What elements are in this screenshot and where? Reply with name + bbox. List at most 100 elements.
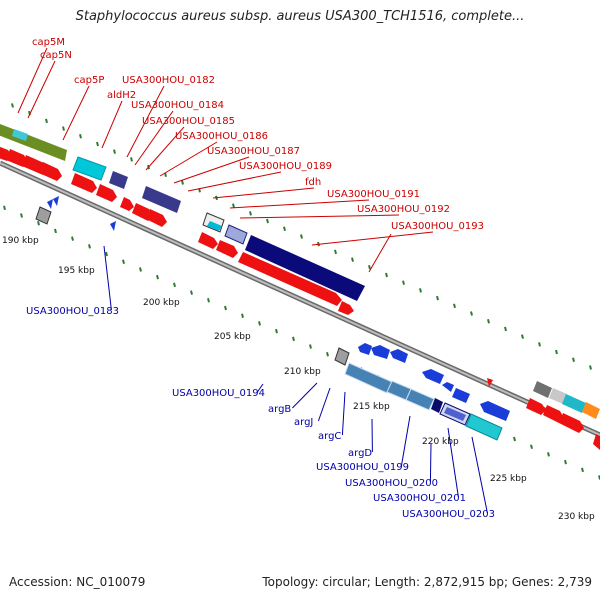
forward-leader-line xyxy=(159,141,218,177)
tick-mark xyxy=(113,149,116,154)
forward-gene-label[interactable]: USA300HOU_0185 xyxy=(142,116,235,127)
reverse-gene-label[interactable]: argC xyxy=(318,431,341,442)
tick-mark xyxy=(419,288,422,293)
tick-mark xyxy=(266,218,269,224)
tick-mark xyxy=(105,251,108,257)
map-title: Staphylococcus aureus subsp. aureus USA3… xyxy=(75,9,525,24)
kbp-label: 230 kbp xyxy=(558,512,595,522)
reverse-feature-track xyxy=(35,196,510,441)
tick-mark xyxy=(402,280,405,285)
reverse-gene-label[interactable]: argB xyxy=(268,404,291,415)
forward-leader-line xyxy=(27,60,56,119)
forward-leader-line xyxy=(134,110,174,166)
tick-mark xyxy=(334,249,337,255)
tick-mark xyxy=(470,311,473,316)
reverse-leader-line xyxy=(256,383,264,393)
forward-gene-label[interactable]: USA300HOU_0192 xyxy=(357,204,450,215)
tick-mark xyxy=(207,298,210,303)
forward-gene-label[interactable]: USA300HOU_0191 xyxy=(327,189,420,200)
forward-gene-label[interactable]: USA300HOU_0186 xyxy=(175,131,268,142)
tick-mark xyxy=(62,126,65,131)
reverse-gene-label[interactable]: USA300HOU_0203 xyxy=(402,509,495,520)
reverse-leader-line xyxy=(471,436,488,514)
tick-mark xyxy=(504,326,507,332)
reverse-gene-label[interactable]: argD xyxy=(348,448,372,459)
tick-mark xyxy=(181,180,184,185)
kbp-label: 215 kbp xyxy=(353,402,390,412)
forward-leader-line xyxy=(368,233,392,273)
tick-mark xyxy=(513,436,516,442)
accession-text: Accession: NC_010079 xyxy=(9,575,146,589)
tick-mark xyxy=(11,103,14,108)
reverse-gene-label[interactable]: USA300HOU_0200 xyxy=(345,478,438,489)
forward-leader-line xyxy=(311,231,434,246)
tick-mark xyxy=(88,244,91,249)
forward-leader-line xyxy=(173,156,250,184)
tick-mark xyxy=(20,213,23,218)
forward-gene-label[interactable]: fdh xyxy=(305,177,321,188)
tick-mark xyxy=(589,365,592,370)
tick-mark xyxy=(96,141,99,147)
tick-mark xyxy=(241,313,244,318)
tick-mark xyxy=(555,349,558,355)
kbp-label: 190 kbp xyxy=(2,236,39,246)
reverse-gene-label[interactable]: USA300HOU_0199 xyxy=(316,462,409,473)
tick-mark xyxy=(37,220,40,226)
tick-mark xyxy=(249,211,252,216)
tick-mark xyxy=(300,234,303,239)
genome-backbone xyxy=(0,160,600,438)
reverse-gene-label[interactable]: argJ xyxy=(294,417,313,428)
reverse-gene-label[interactable]: USA300HOU_0201 xyxy=(373,493,466,504)
tick-mark xyxy=(547,452,550,457)
tick-mark xyxy=(71,236,74,241)
forward-leader-line xyxy=(145,126,185,171)
reverse-leader-line xyxy=(341,391,346,436)
forward-gene-label[interactable]: cap5M xyxy=(32,37,65,48)
tick-mark xyxy=(538,342,541,347)
tick-mark xyxy=(326,351,329,357)
forward-leader-line xyxy=(229,199,370,209)
forward-gene-label[interactable]: USA300HOU_0187 xyxy=(207,146,300,157)
tick-mark xyxy=(368,265,371,270)
tick-mark xyxy=(122,259,125,265)
tick-mark xyxy=(130,157,133,162)
forward-gene-label[interactable]: USA300HOU_0193 xyxy=(391,221,484,232)
forward-leader-line xyxy=(187,171,282,192)
tick-mark xyxy=(224,305,227,311)
kbp-label: 205 kbp xyxy=(214,332,251,342)
tick-mark xyxy=(139,267,142,272)
kbp-label: 210 kbp xyxy=(284,367,321,377)
forward-gene-label[interactable]: cap5N xyxy=(40,50,72,61)
tick-mark xyxy=(275,328,278,334)
reverse-gene-label[interactable]: USA300HOU_0194 xyxy=(172,388,265,399)
forward-leader-line xyxy=(62,85,90,141)
forward-feature-track xyxy=(0,123,600,419)
reverse-leader-line xyxy=(429,443,432,483)
reverse-gene-label[interactable]: USA300HOU_0183 xyxy=(26,306,119,317)
tick-mark xyxy=(45,118,48,124)
forward-gene-label[interactable]: aldH2 xyxy=(107,90,136,101)
tick-mark xyxy=(385,272,388,278)
tick-mark xyxy=(436,295,439,301)
forward-red-arrows xyxy=(0,146,600,450)
reverse-leader-line xyxy=(317,387,331,422)
kbp-label: 195 kbp xyxy=(58,266,95,276)
forward-leader-line xyxy=(239,214,400,219)
forward-gene-label[interactable]: USA300HOU_0184 xyxy=(131,100,224,111)
reverse-leader-line xyxy=(103,245,112,311)
tick-mark xyxy=(258,321,261,326)
forward-leader-line xyxy=(126,85,165,158)
tick-mark xyxy=(530,444,533,449)
forward-leader-line xyxy=(17,47,48,114)
forward-gene-label[interactable]: USA300HOU_0189 xyxy=(239,161,332,172)
forward-gene-label[interactable]: USA300HOU_0182 xyxy=(122,75,215,86)
tick-mark xyxy=(79,134,82,139)
tick-mark xyxy=(572,357,575,363)
forward-gene-label[interactable]: cap5P xyxy=(74,75,104,86)
forward-leader-line xyxy=(212,187,315,199)
tick-mark xyxy=(309,344,312,349)
tick-mark xyxy=(3,205,6,211)
